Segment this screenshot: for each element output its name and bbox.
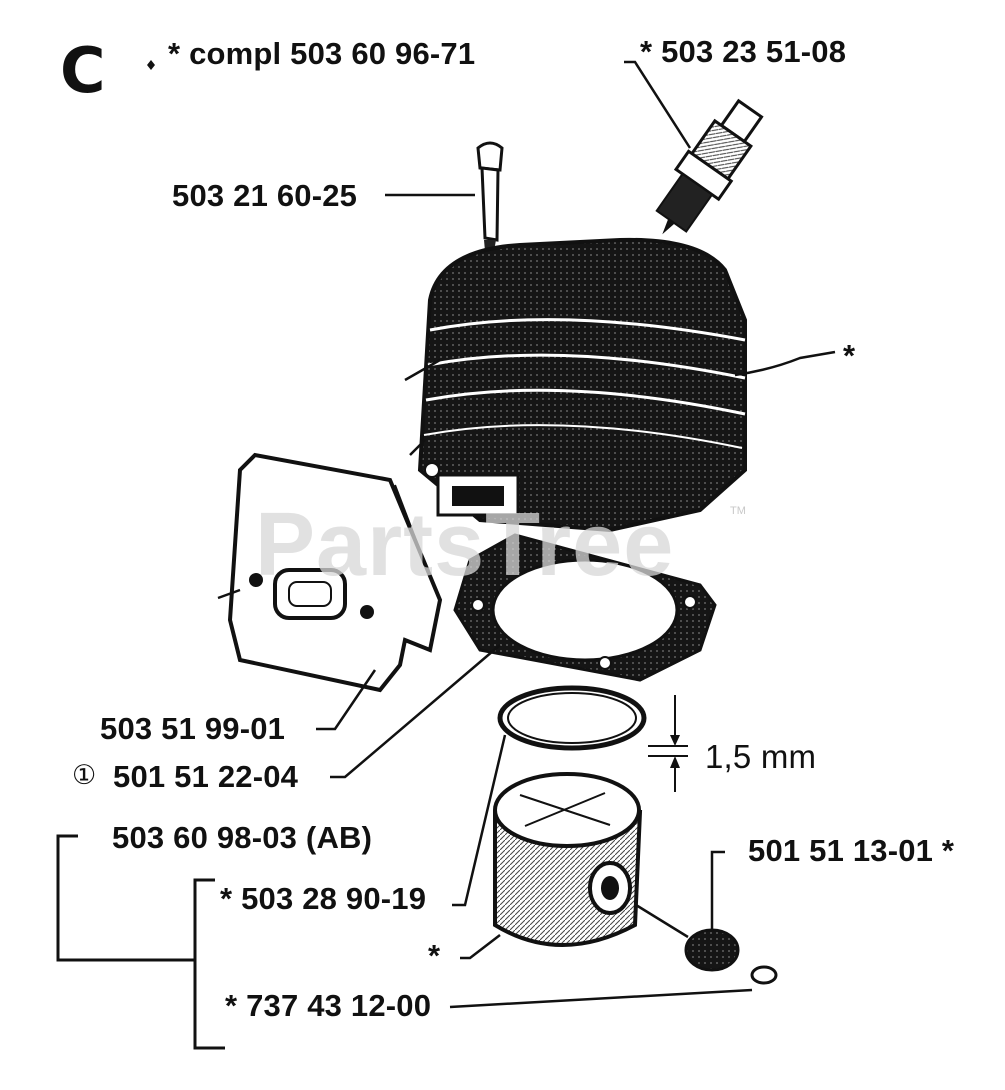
cylinder-part <box>417 237 747 533</box>
kit-bracket <box>56 834 225 1050</box>
watermark-tm: TM <box>730 505 746 517</box>
section-letter: C <box>60 34 106 107</box>
label-cylinder-gasket: 501 51 22-04 <box>113 759 299 794</box>
label-gasket-symbol: ① <box>72 760 97 791</box>
label-piston-kit: 503 60 98-03 (AB) <box>112 820 373 855</box>
small-diamond-icon <box>147 60 155 70</box>
label-cylinder-star: * <box>843 338 856 373</box>
label-piston-ring: * 503 28 90-19 <box>220 881 427 916</box>
label-circlip: * 737 43 12-00 <box>225 988 432 1023</box>
label-ring-thickness: 1,5 mm <box>705 738 817 775</box>
needle-bearing-part <box>684 928 740 972</box>
label-bolt: 503 21 60-25 <box>172 178 358 213</box>
ring-thickness-dimension <box>648 695 688 792</box>
leader-lines <box>217 60 836 1009</box>
watermark: PartsTree <box>255 495 675 595</box>
label-spark-plug: * 503 23 51-08 <box>640 34 847 69</box>
label-needle-bearing: 501 51 13-01 * <box>748 833 955 868</box>
piston-part <box>493 772 643 947</box>
muffler-gasket-part <box>227 452 443 693</box>
spark-plug-part <box>655 98 764 235</box>
label-piston-star: * <box>428 938 441 973</box>
bolt-part <box>476 141 504 262</box>
piston-ring-part <box>497 685 647 751</box>
label-muffler-gasket: 503 51 99-01 <box>100 711 286 746</box>
label-cylinder-complete: * compl 503 60 96-71 <box>168 36 476 71</box>
cylinder-gasket-part <box>453 533 717 682</box>
circlip-part <box>750 965 778 985</box>
